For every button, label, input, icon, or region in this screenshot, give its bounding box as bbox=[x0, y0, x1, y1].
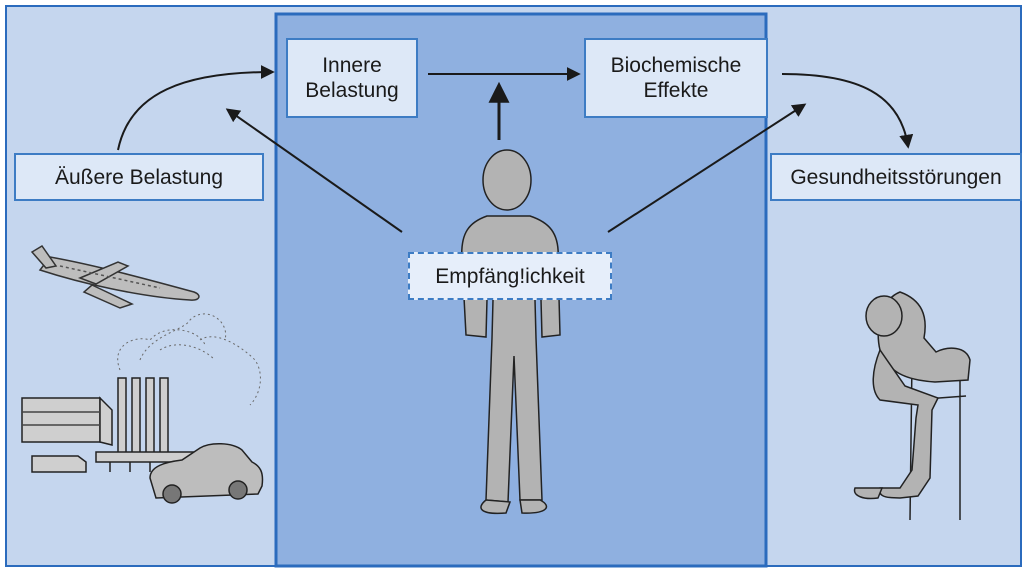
car-icon bbox=[149, 443, 264, 504]
biochemical-effects-label: Biochemische Effekte bbox=[610, 54, 742, 102]
biochemical-effects-box: Biochemische Effekte bbox=[584, 38, 768, 118]
arrow-susceptibility-to-internal bbox=[225, 108, 403, 233]
susceptibility-label: Empfäng!ichkeit bbox=[435, 264, 585, 288]
health-disorders-label: Gesundheitsstörungen bbox=[790, 165, 1002, 189]
airplane-icon bbox=[30, 244, 200, 309]
susceptibility-box: Empfäng!ichkeit bbox=[408, 252, 612, 300]
internal-load-box: Innere Belastung bbox=[286, 38, 418, 118]
smoke-icon bbox=[117, 313, 261, 406]
external-load-label: Äußere Belastung bbox=[54, 165, 224, 189]
external-load-box: Äußere Belastung bbox=[14, 153, 264, 201]
factory-icon bbox=[21, 377, 237, 473]
health-disorders-box: Gesundheitsstörungen bbox=[770, 153, 1022, 201]
seated-distressed-person-icon bbox=[853, 291, 971, 521]
internal-load-label: Innere Belastung bbox=[305, 54, 399, 102]
arrow-biochemical-to-health bbox=[781, 73, 914, 149]
arrow-external-to-internal bbox=[117, 65, 275, 151]
arrow-susceptibility-to-biochemical bbox=[607, 103, 807, 233]
